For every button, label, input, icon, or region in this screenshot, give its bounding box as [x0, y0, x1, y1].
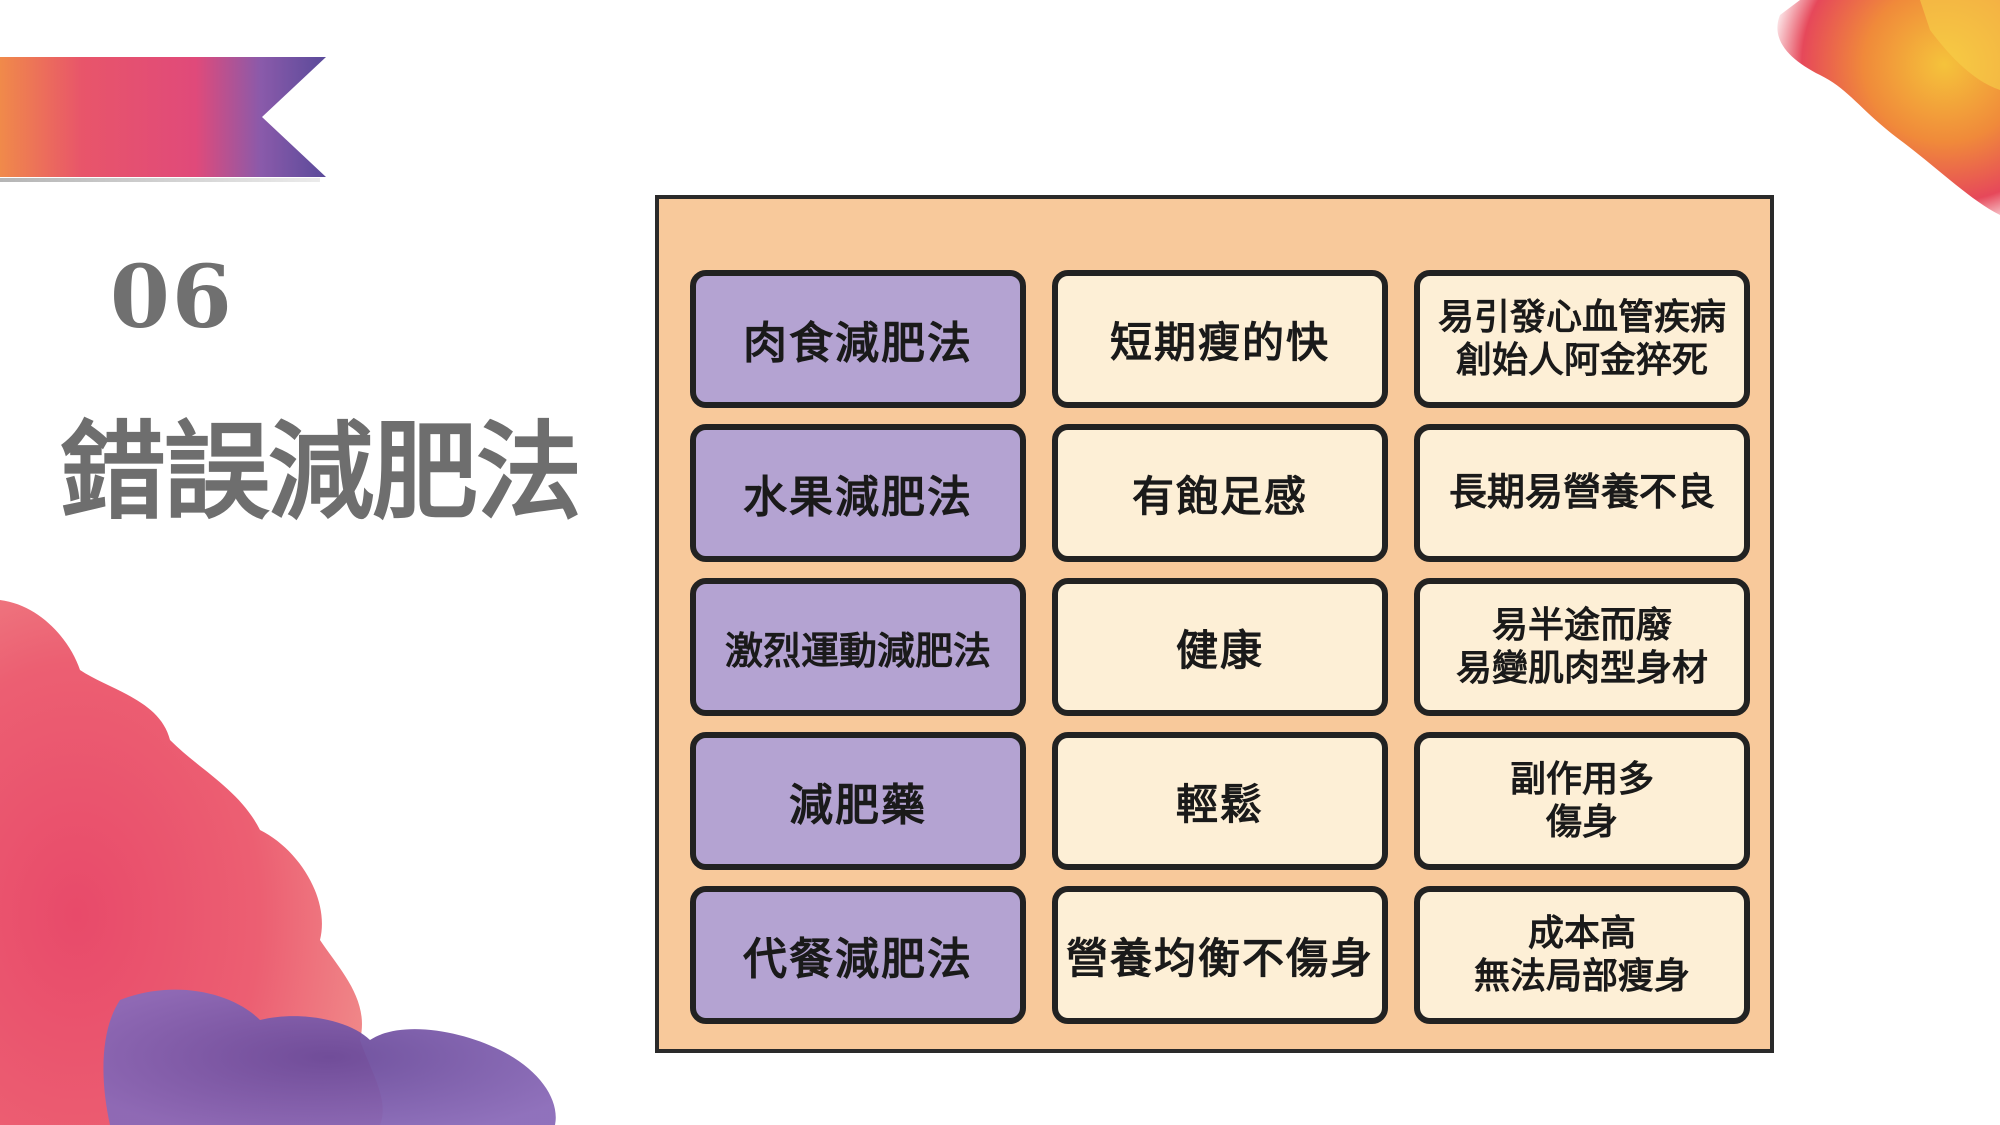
drawback-cell: 副作用多 傷身 — [1414, 732, 1750, 870]
watercolor-splash-bottom-left — [0, 600, 556, 1125]
advantage-cell: 有飽足感 — [1052, 424, 1388, 562]
drawback-line: 無法局部瘦身 — [1473, 956, 1690, 997]
drawback-line: 易半途而廢 — [1491, 604, 1672, 646]
comparison-board: 肉食減肥法 短期瘦的快 易引發心血管疾病 創始人阿金猝死 水果減肥法 有飽足感 … — [655, 195, 1774, 1053]
ribbon-banner — [0, 57, 326, 177]
advantage-cell: 輕鬆 — [1052, 732, 1388, 870]
comparison-grid: 肉食減肥法 短期瘦的快 易引發心血管疾病 創始人阿金猝死 水果減肥法 有飽足感 … — [690, 270, 1750, 1024]
drawback-cell: 易半途而廢 易變肌肉型身材 — [1414, 578, 1750, 716]
drawback-cell: 成本高 無法局部瘦身 — [1414, 886, 1750, 1024]
method-cell: 肉食減肥法 — [690, 270, 1026, 408]
advantage-cell: 短期瘦的快 — [1052, 270, 1388, 408]
drawback-line: 成本高 — [1527, 912, 1636, 954]
drawback-cell: 易引發心血管疾病 創始人阿金猝死 — [1414, 270, 1750, 408]
advantage-cell: 健康 — [1052, 578, 1388, 716]
advantage-cell: 營養均衡不傷身 — [1052, 886, 1388, 1024]
drawback-line: 傷身 — [1545, 802, 1618, 843]
method-cell: 減肥藥 — [690, 732, 1026, 870]
method-cell: 水果減肥法 — [690, 424, 1026, 562]
page-title: 錯誤減肥法 — [60, 411, 582, 534]
drawback-line: 易變肌肉型身材 — [1455, 648, 1708, 689]
drawback-line: 副作用多 — [1509, 758, 1654, 800]
drawback-line: 創始人阿金猝死 — [1455, 340, 1708, 381]
drawback-line: 長期易營養不良 — [1448, 470, 1715, 515]
method-cell: 激烈運動減肥法 — [690, 578, 1026, 716]
method-cell: 代餐減肥法 — [690, 886, 1026, 1024]
drawback-line: 易引發心血管疾病 — [1437, 296, 1726, 338]
drawback-cell: 長期易營養不良 — [1414, 424, 1750, 562]
ribbon-shadow — [0, 178, 320, 182]
section-number: 06 — [110, 247, 234, 348]
watercolor-splash-top-right — [1777, 0, 2000, 215]
